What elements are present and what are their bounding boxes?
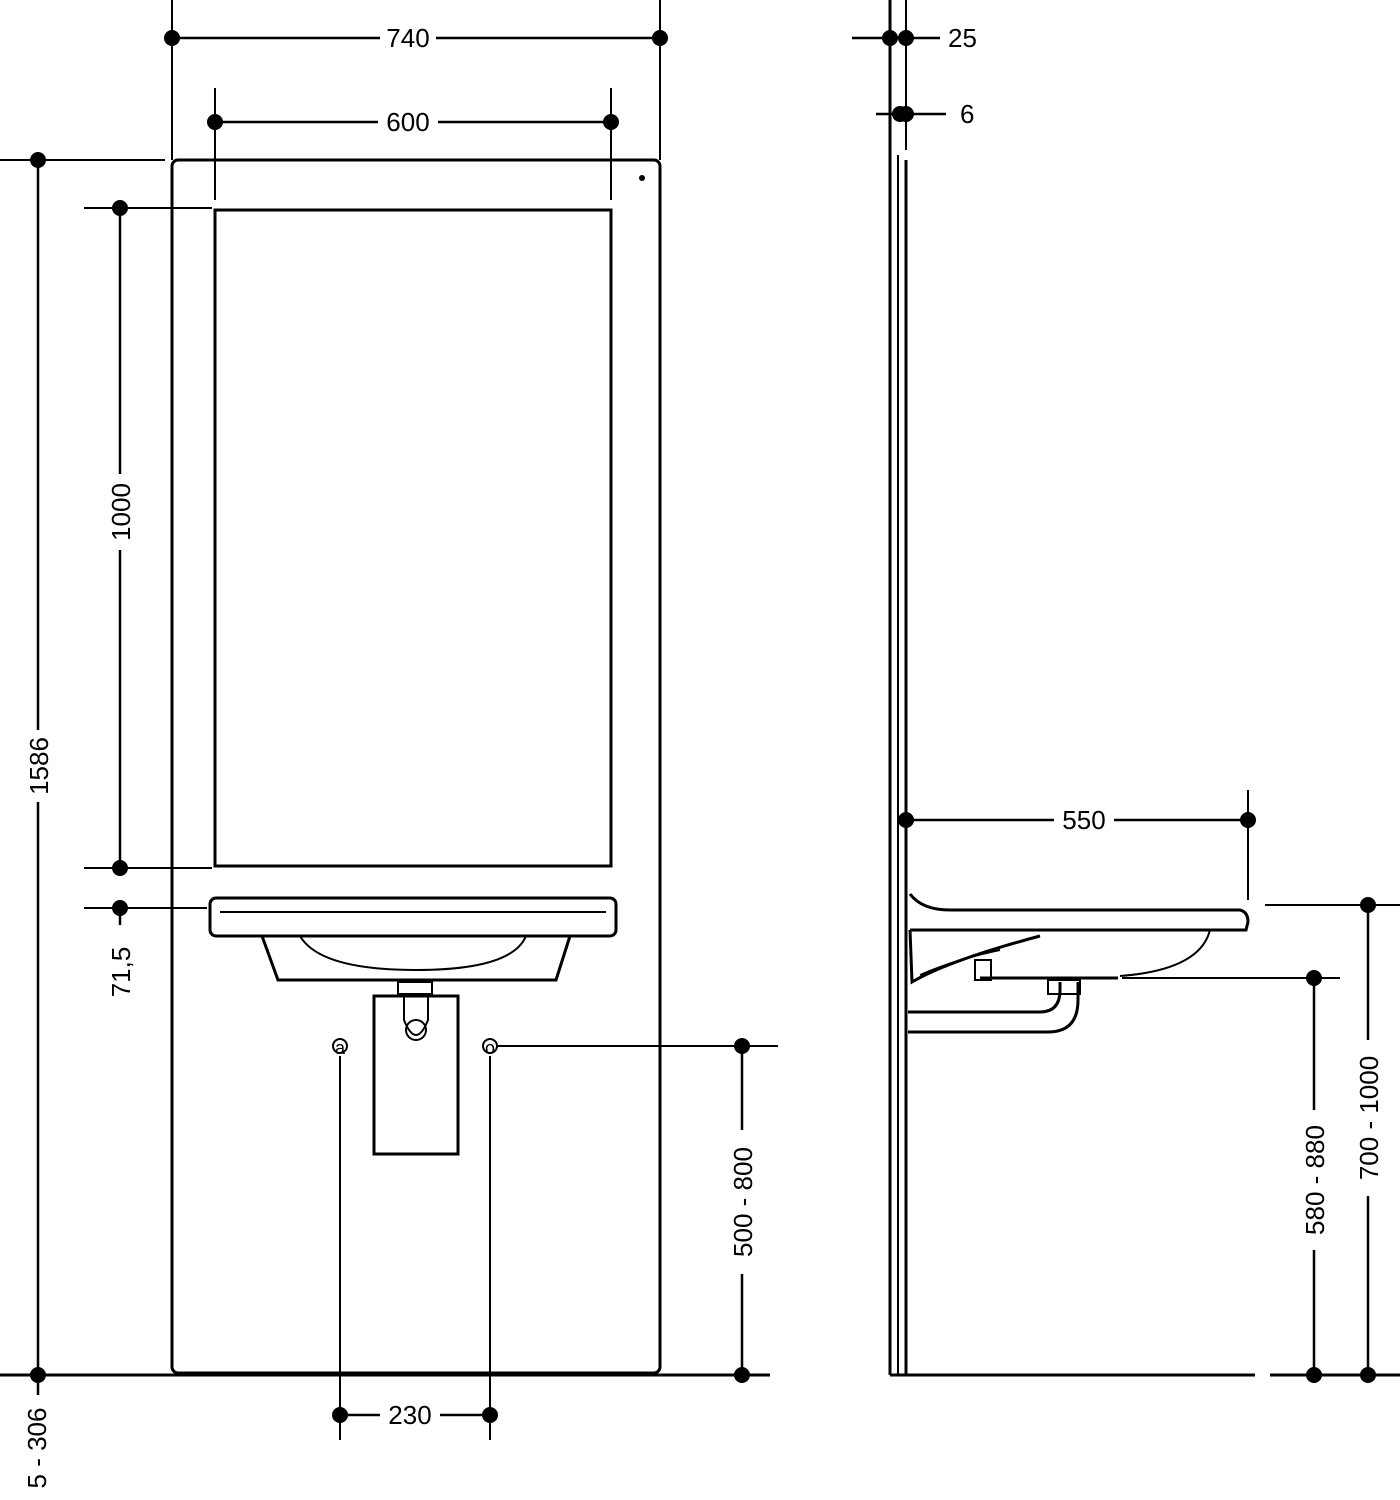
- dim-outlet-spacing: [332, 1056, 498, 1440]
- front-panel-outline: [170, 158, 662, 1375]
- dim-total-height-label: 1586: [24, 737, 54, 795]
- dim-outlet-spacing-label: 230: [388, 1400, 431, 1430]
- front-mirror: [213, 208, 613, 868]
- dim-mirror-width: [207, 88, 619, 200]
- dim-outlet-height-label: 500 - 800: [728, 1147, 758, 1257]
- outlet-right-label: o: [485, 1038, 495, 1058]
- dim-outlet-height: [497, 1038, 778, 1383]
- dim-basin-rim-height-label: 700 - 1000: [1354, 1056, 1384, 1180]
- dim-basin-offset: [112, 900, 128, 925]
- front-view: 740 600 1586 1000: [0, 0, 778, 1488]
- dim-basin-depth: [898, 790, 1256, 900]
- dim-basin-underside-height: [1122, 970, 1340, 1383]
- dim-mirror-height-label: 1000: [106, 483, 136, 541]
- outlet-left-icon: [332, 1038, 348, 1054]
- dim-overall-width-label: 740: [386, 23, 429, 53]
- dim-mirror-thickness-label: 6: [960, 99, 974, 129]
- panel-corner-mark: [639, 175, 645, 181]
- dim-basin-offset-label: 71,5: [106, 947, 136, 998]
- side-view: 25 6 550: [852, 0, 1400, 1383]
- dim-basin-rim-height: [1265, 897, 1400, 1383]
- dim-basin-depth-label: 550: [1062, 805, 1105, 835]
- dim-total-height: [22, 152, 54, 1383]
- dim-panel-thickness-label: 25: [948, 23, 977, 53]
- dim-overall-width: [164, 0, 668, 160]
- outlet-left-label: a: [335, 1038, 346, 1058]
- dim-bottom-offset-label: 5 - 306: [22, 1408, 52, 1489]
- front-trap-cover: [372, 994, 460, 1156]
- dim-mirror-width-label: 600: [386, 107, 429, 137]
- dim-mirror-thickness: [876, 106, 946, 122]
- dim-basin-underside-height-label: 580 - 880: [1300, 1125, 1330, 1235]
- dim-mirror-height: [104, 200, 136, 876]
- front-basin: [208, 896, 618, 995]
- dim-panel-thickness: [852, 30, 940, 46]
- side-basin: [908, 893, 1250, 1034]
